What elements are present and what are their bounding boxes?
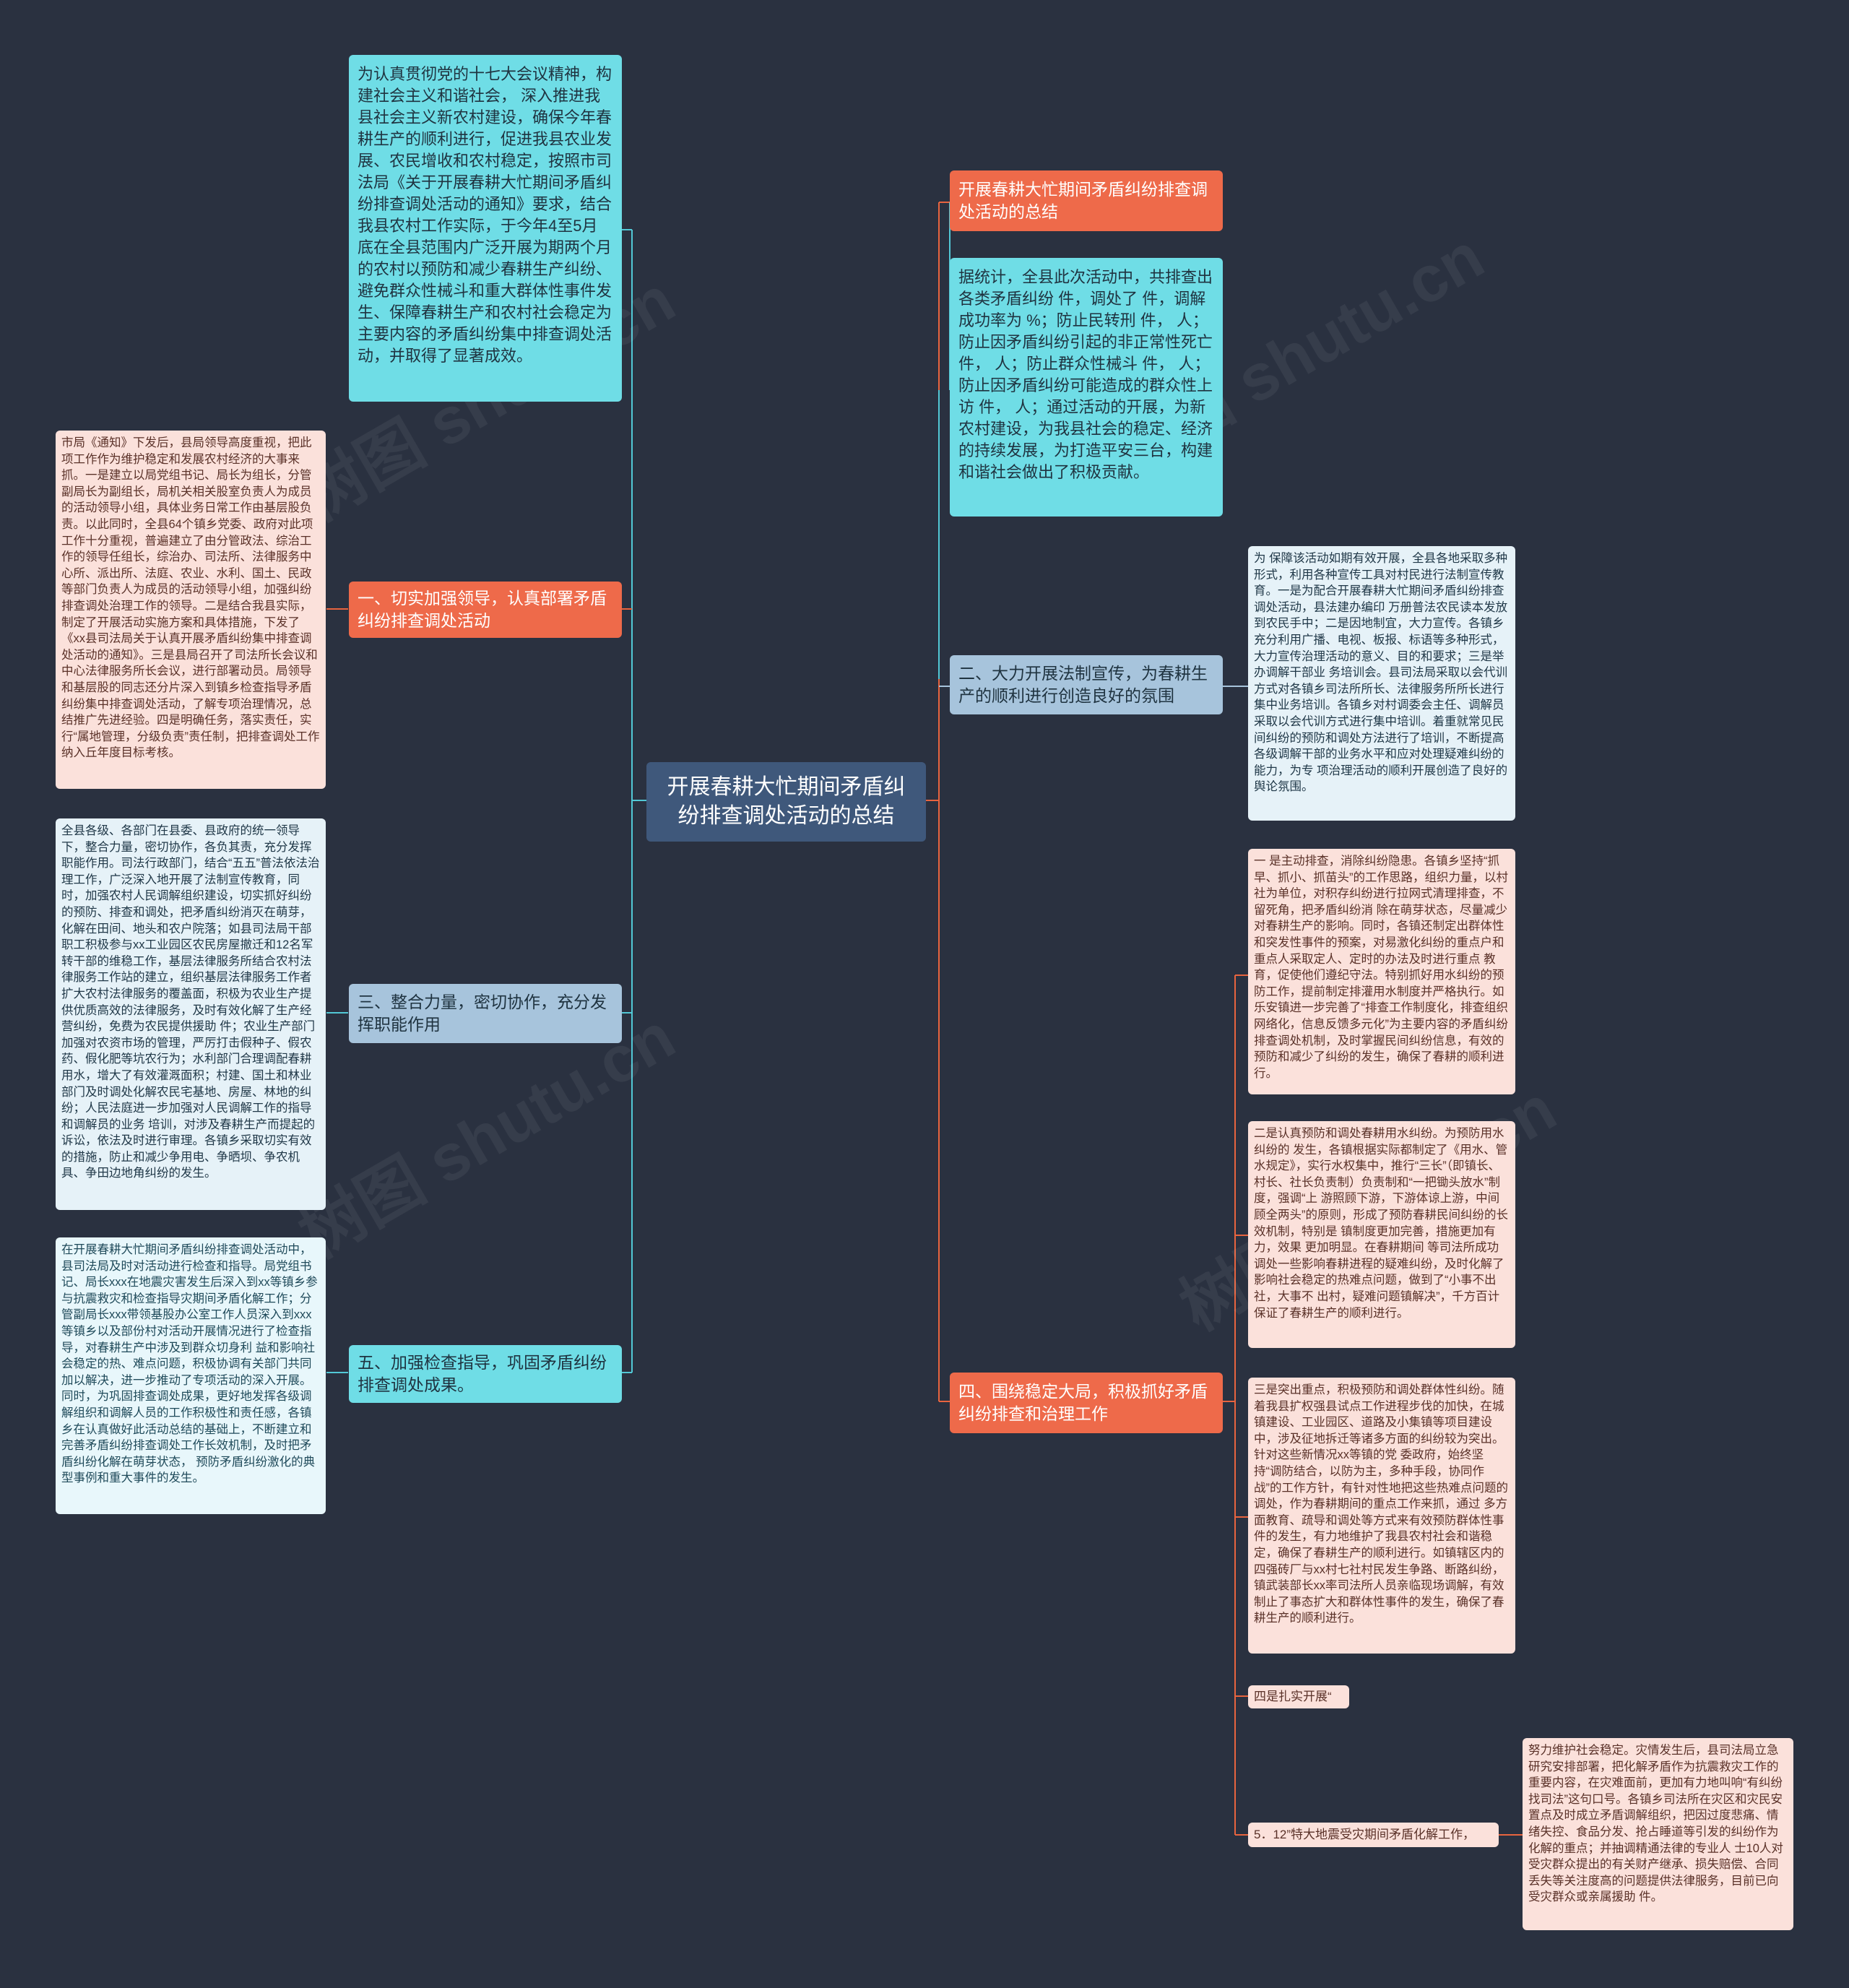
branch-4-item-4[interactable]: 四是扎实开展“ (1248, 1685, 1349, 1708)
branch-2-detail[interactable]: 为 保障该活动如期有效开展，全县各地采取多种形式，利用各种宣传工具对村民进行法制… (1248, 546, 1515, 821)
branch-3-cooperation[interactable]: 三、整合力量，密切协作，充分发挥职能作用 (349, 984, 622, 1043)
branch-3-detail[interactable]: 全县各级、各部门在县委、县政府的统一领导下，整合力量，密切协作，各负其责，充分发… (56, 818, 326, 1210)
branch-1-leadership[interactable]: 一、切实加强领导，认真部署矛盾纠纷排查调处活动 (349, 582, 622, 638)
center-topic[interactable]: 开展春耕大忙期间矛盾纠纷排查调处活动的总结 (646, 762, 926, 842)
branch-4-item-3[interactable]: 三是突出重点，积极预防和调处群体性纠纷。随着我县扩权强县试点工作进程步伐的加快，… (1248, 1378, 1515, 1654)
branch-4-item-2[interactable]: 二是认真预防和调处春耕用水纠纷。为预防用水纠纷的 发生，各镇根据实际都制定了《用… (1248, 1121, 1515, 1348)
branch-4-item-1[interactable]: 一 是主动排查，消除纠纷隐患。各镇乡坚持“抓早、抓小、抓苗头”的工作思路，组织力… (1248, 849, 1515, 1094)
quake-detail[interactable]: 努力维护社会稳定。灾情发生后，县司法局立急研究安排部署，把化解矛盾作为抗震救灾工… (1523, 1738, 1793, 1930)
branch-4-item-5[interactable]: 5．12”特大地震受灾期间矛盾化解工作， (1248, 1823, 1499, 1847)
branch-4-stability[interactable]: 四、围绕稳定大局，积极抓好矛盾纠纷排查和治理工作 (950, 1373, 1223, 1433)
summary-stats[interactable]: 据统计，全县此次活动中，共排查出各类矛盾纠纷 件，调处了 件，调解成功率为 %；… (950, 258, 1223, 517)
intro-node[interactable]: 为认真贯彻党的十七大会议精神，构建社会主义和谐社会， 深入推进我县社会主义新农村… (349, 55, 622, 402)
branch-5-detail[interactable]: 在开展春耕大忙期间矛盾纠纷排查调处活动中，县司法局及时对活动进行检查和指导。局党… (56, 1237, 326, 1514)
branch-5-inspection[interactable]: 五、加强检查指导，巩固矛盾纠纷排查调处成果。 (349, 1345, 622, 1403)
branch-1-detail[interactable]: 市局《通知》下发后，县局领导高度重视，把此项工作作为维护稳定和发展农村经济的大事… (56, 431, 326, 789)
summary-title[interactable]: 开展春耕大忙期间矛盾纠纷排查调处活动的总结 (950, 170, 1223, 231)
branch-2-publicity[interactable]: 二、大力开展法制宣传，为春耕生产的顺利进行创造良好的氛围 (950, 655, 1223, 714)
